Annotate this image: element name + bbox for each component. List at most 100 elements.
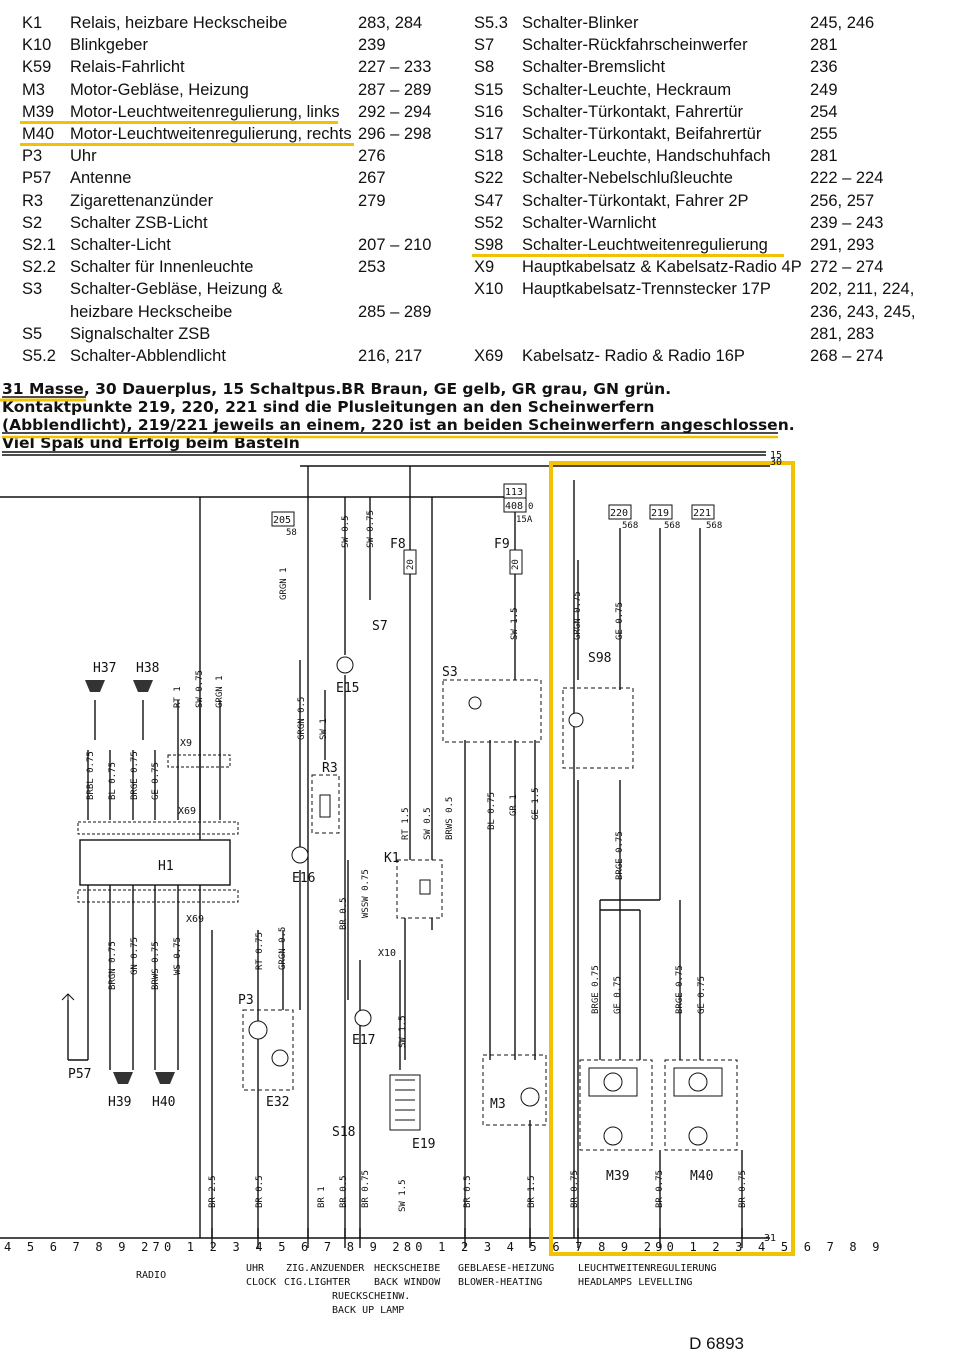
component-label-f9: F9 bbox=[494, 537, 510, 552]
legend-value: 285 – 289 bbox=[358, 302, 432, 321]
wire-label-w-grgn075: GRGN 0.75 bbox=[573, 591, 583, 640]
component-label-s18: S18 bbox=[332, 1125, 355, 1140]
legend-code: X10 bbox=[474, 280, 504, 299]
terminal-label-t568c: 568 bbox=[706, 521, 722, 531]
legend-value: 279 bbox=[358, 191, 386, 210]
legend-name: Schalter-Bremslicht bbox=[522, 58, 666, 77]
highlight-m40 bbox=[20, 143, 354, 146]
h1-box bbox=[79, 839, 231, 886]
footer-headlamps: HEADLAMPS LEVELLING bbox=[578, 1277, 693, 1288]
legend-code: S18 bbox=[474, 147, 504, 166]
terminal-label-t568b: 568 bbox=[664, 521, 680, 531]
legend-code: S17 bbox=[474, 125, 504, 143]
legend-name: Schalter-Nebelschlußleuchte bbox=[522, 169, 733, 188]
wire-label-w-f9-20: 20 bbox=[511, 559, 521, 570]
legend-name: Schalter ZSB-Licht bbox=[70, 213, 208, 232]
legend-name: Schalter-Gebläse, Heizung & bbox=[70, 280, 283, 299]
legend-code: S2.1 bbox=[22, 236, 56, 254]
component-label-p57: P57 bbox=[68, 1067, 91, 1082]
legend-value: 267 bbox=[358, 169, 386, 188]
footer-cig: CIG.LIGHTER bbox=[284, 1277, 351, 1288]
legend-value: 281 bbox=[810, 147, 838, 166]
component-label-x69a: X69 bbox=[178, 806, 196, 817]
legend-value: 296 – 298 bbox=[358, 125, 432, 143]
legend-code: X9 bbox=[474, 258, 495, 277]
wire-label-w-grgn1-top: GRGN 1 bbox=[279, 567, 289, 600]
legend-value: 276 bbox=[358, 147, 386, 166]
component-label-e19: E19 bbox=[412, 1137, 435, 1152]
wire-label-w-br05c: BR 0.5 bbox=[339, 1175, 349, 1208]
wire-label-w-ge15: GE 1.5 bbox=[531, 787, 541, 820]
legend-value: 216, 217 bbox=[358, 347, 423, 365]
component-label-h37: H37 bbox=[93, 661, 116, 676]
legend-code: S52 bbox=[474, 213, 504, 232]
wire-label-w-brge075d: BRGE 0.75 bbox=[675, 965, 685, 1014]
legend-code: S22 bbox=[474, 169, 504, 188]
wire-label-w-brgn075: BRGN 0.75 bbox=[108, 941, 118, 990]
component-label-m39: M39 bbox=[606, 1169, 629, 1184]
wire-label-w-rt1: RT 1 bbox=[173, 686, 183, 708]
legend-name: Zigarettenanzünder bbox=[70, 191, 214, 210]
terminal-label-t568a: 568 bbox=[622, 521, 638, 531]
wire-label-w-br25: BR 2.5 bbox=[208, 1175, 218, 1208]
wire-label-w-br05a: BR 0.5 bbox=[339, 897, 349, 930]
legend-name: Schalter-Türkontakt, Fahrertür bbox=[522, 102, 743, 121]
legend-value: 236, 243, 245, bbox=[810, 302, 916, 321]
footer-blower: BLOWER-HEATING bbox=[458, 1277, 543, 1288]
component-label-x9: X9 bbox=[180, 738, 192, 749]
note-line-3: (Abblendlicht), 219/221 jeweils an einem… bbox=[2, 416, 795, 434]
legend-code: S47 bbox=[474, 191, 504, 210]
wire-label-w-sw05a: SW 0.5 bbox=[341, 515, 351, 548]
legend-code: S7 bbox=[474, 36, 495, 55]
wire-label-w-brbl075: BRBL 0.75 bbox=[86, 751, 96, 800]
component-label-h40: H40 bbox=[152, 1095, 175, 1110]
legend-code: R3 bbox=[22, 191, 44, 210]
legend-row: 236, 243, 245, bbox=[474, 301, 954, 323]
legend-value: 256, 257 bbox=[810, 191, 875, 210]
terminal-label-t219: 219 bbox=[651, 508, 669, 519]
legend-value: 207 – 210 bbox=[358, 236, 432, 254]
legend-name: Relais, heizbare Heckscheibe bbox=[70, 14, 288, 32]
legend-value: 287 – 289 bbox=[358, 80, 432, 99]
component-label-s3: S3 bbox=[442, 665, 458, 680]
legend-name: Schalter-Licht bbox=[70, 236, 171, 254]
legend-name: Hauptkabelsatz-Trennstecker 17P bbox=[522, 280, 771, 299]
legend-name: Schalter-Leuchte, Heckraum bbox=[522, 80, 732, 99]
legend-value: 227 – 233 bbox=[358, 58, 432, 77]
terminal-label-t0: 0 bbox=[528, 502, 533, 512]
component-label-h39: H39 bbox=[108, 1095, 131, 1110]
legend-row: R3 Zigarettenanzünder 279 bbox=[22, 190, 472, 212]
wire-label-w-gn075: GN 0.75 bbox=[130, 937, 140, 975]
footer-backup: BACK UP LAMP bbox=[332, 1305, 405, 1316]
legend-name: heizbare Heckscheibe bbox=[70, 302, 233, 321]
legend-code: P3 bbox=[22, 147, 43, 166]
wire-label-w-f8-20: 20 bbox=[406, 559, 416, 570]
legend-name: Schalter-Türkontakt, Fahrer 2P bbox=[522, 191, 749, 210]
legend-code: S2.2 bbox=[22, 258, 56, 277]
component-label-e32: E32 bbox=[266, 1095, 289, 1110]
legend-name: Schalter-Türkontakt, Beifahrertür bbox=[522, 125, 762, 143]
legend-row: heizbare Heckscheibe 285 – 289 bbox=[22, 301, 472, 323]
component-label-e15: E15 bbox=[336, 681, 359, 696]
component-label-h38: H38 bbox=[136, 661, 159, 676]
wire-label-w-br075d: BR 0.75 bbox=[738, 1170, 748, 1208]
legend-value: 239 bbox=[358, 36, 386, 55]
highlight-m39 bbox=[20, 121, 338, 124]
wire-label-w-sw05b: SW 0.5 bbox=[423, 807, 433, 840]
wire-label-w-br075b: BR 0.75 bbox=[570, 1170, 580, 1208]
